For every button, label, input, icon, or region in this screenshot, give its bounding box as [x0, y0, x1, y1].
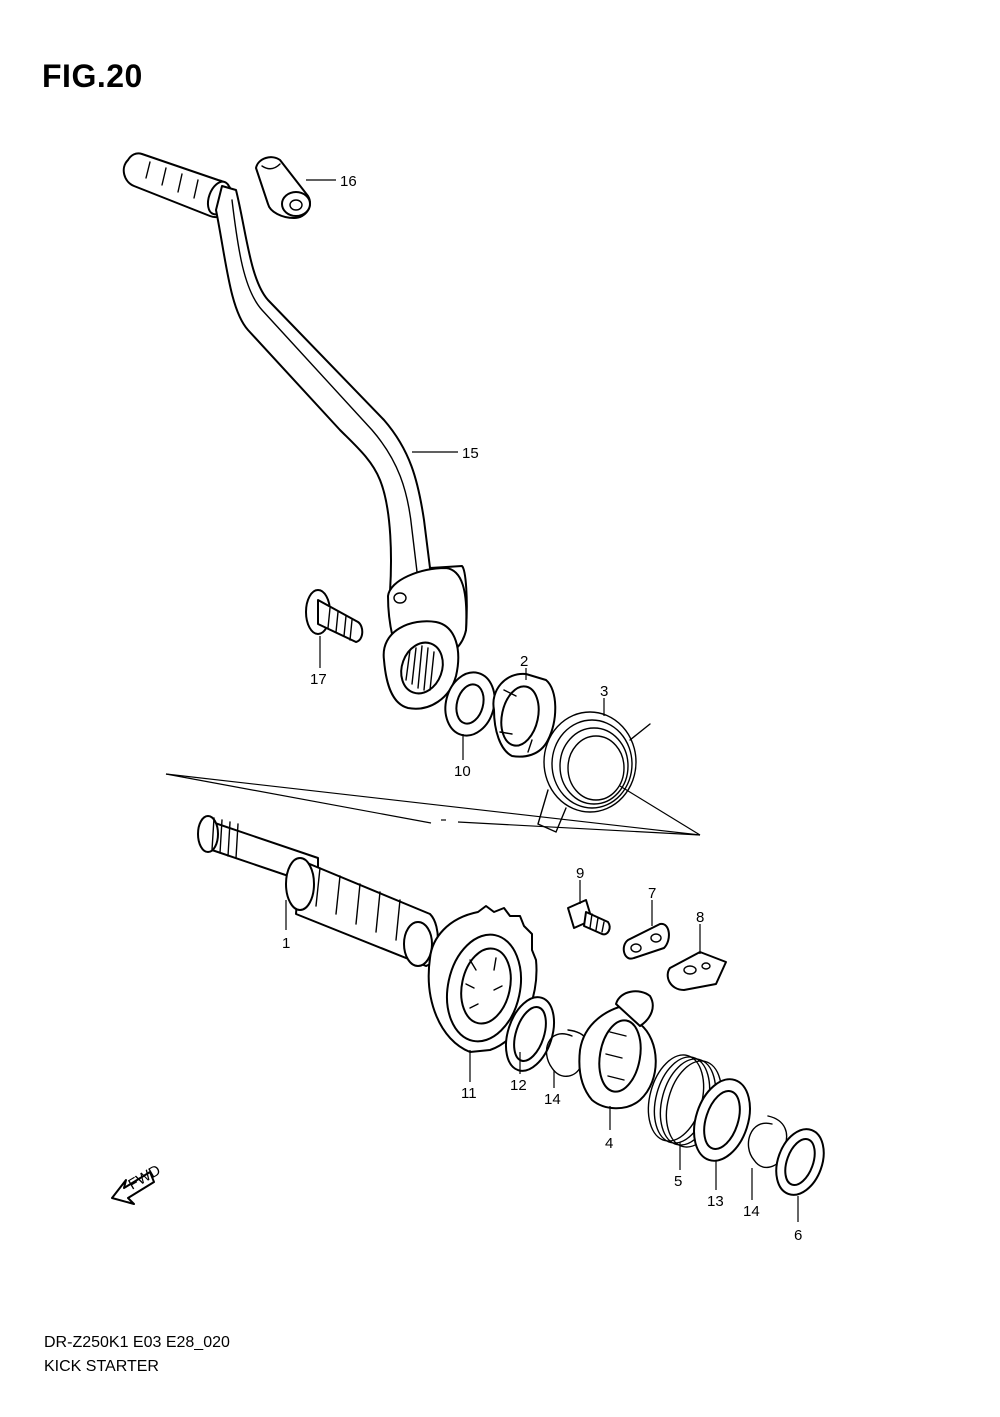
callout-6: 6 [794, 1227, 802, 1244]
washer-spring-drawing [693, 1078, 751, 1162]
figure-title: FIG.20 [42, 58, 143, 94]
alignment-guide [165, 773, 701, 836]
washer-outer-drawing [775, 1128, 825, 1196]
callout-12: 12 [510, 1077, 527, 1094]
oil-seal-drawing [444, 671, 496, 737]
callout-2: 2 [520, 653, 528, 670]
callout-8: 8 [696, 909, 704, 926]
callout-numbers: 16 15 17 2 3 10 1 9 7 8 11 12 14 4 5 13 … [282, 173, 802, 1244]
fwd-direction-arrow-icon: FWD [111, 1162, 164, 1205]
guide-plate-drawing [666, 951, 727, 991]
kick-starter-drawing [578, 990, 657, 1110]
callout-11: 11 [461, 1085, 477, 1102]
callout-13: 13 [707, 1193, 724, 1210]
kick-starter-lever-drawing [122, 152, 468, 710]
callout-leaders [285, 179, 799, 1222]
callout-3: 3 [600, 683, 608, 700]
stopper-plate-drawing [622, 922, 670, 960]
callout-14a: 14 [544, 1091, 561, 1108]
lever-bolt-drawing [305, 589, 364, 643]
kick-starter-guide-drawing [492, 672, 557, 758]
callout-17: 17 [310, 671, 327, 688]
callout-15: 15 [462, 445, 479, 462]
driven-gear-drawing [427, 905, 538, 1053]
callout-1: 1 [282, 935, 290, 952]
callout-5: 5 [674, 1173, 682, 1190]
callout-9: 9 [576, 865, 584, 882]
callout-10: 10 [454, 763, 471, 780]
callout-14b: 14 [743, 1203, 760, 1220]
return-spring-drawing [537, 711, 651, 833]
callout-7: 7 [648, 885, 656, 902]
kick-starter-shaft-drawing [197, 815, 439, 967]
washer-drawing [505, 996, 555, 1072]
section-name: KICK STARTER [44, 1358, 159, 1375]
model-code: DR-Z250K1 E03 E28_020 [44, 1334, 230, 1351]
lever-boot-drawing [255, 156, 312, 219]
callout-16: 16 [340, 173, 357, 190]
bolt-drawing [567, 899, 611, 936]
callout-4: 4 [605, 1135, 613, 1152]
